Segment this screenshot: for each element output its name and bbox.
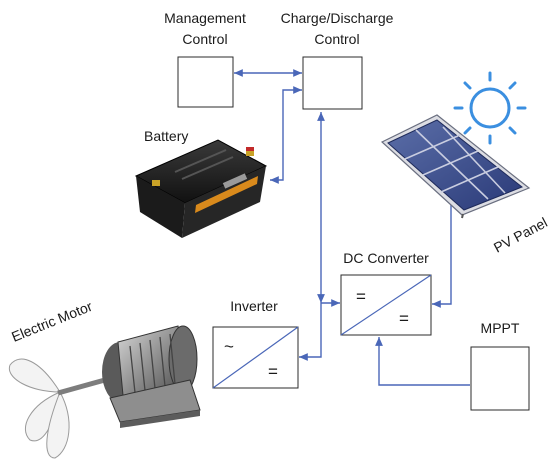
- battery-label: Battery: [144, 128, 188, 144]
- sun-icon: [453, 71, 527, 145]
- charge-discharge-label-line2: Control: [314, 31, 359, 47]
- inverter-ac-symbol: ~: [224, 337, 234, 356]
- charge-discharge-control-box: [302, 56, 363, 110]
- inverter-label: Inverter: [230, 298, 278, 314]
- charge-discharge-label-line1: Charge/Discharge: [281, 10, 394, 26]
- battery-icon: [134, 139, 268, 238]
- electric-motor-label: Electric Motor: [9, 298, 95, 345]
- dc-converter-label: DC Converter: [343, 250, 429, 266]
- dc-converter-box: = =: [340, 274, 432, 336]
- mppt-to-converter: [375, 337, 470, 386]
- management-control-box: [177, 56, 234, 108]
- management-control-label-line2: Control: [182, 31, 227, 47]
- inverter-dc-symbol: =: [268, 362, 278, 381]
- electric-motor-icon: [8, 325, 201, 459]
- bus-to-inverter: [299, 303, 322, 361]
- mppt-label: MPPT: [481, 320, 520, 336]
- dc-converter-input-symbol: =: [356, 287, 366, 306]
- solar-panel-icon: [380, 114, 531, 219]
- connectors: [234, 69, 470, 386]
- pv-panel-label: PV Panel: [491, 214, 550, 256]
- mppt-box: [470, 346, 530, 411]
- management-control-label-line1: Management: [164, 10, 246, 26]
- battery-charge-link: [270, 86, 302, 184]
- pv-to-converter: [432, 160, 452, 308]
- inverter-box: ~ =: [212, 326, 299, 389]
- dc-converter-output-symbol: =: [399, 309, 409, 328]
